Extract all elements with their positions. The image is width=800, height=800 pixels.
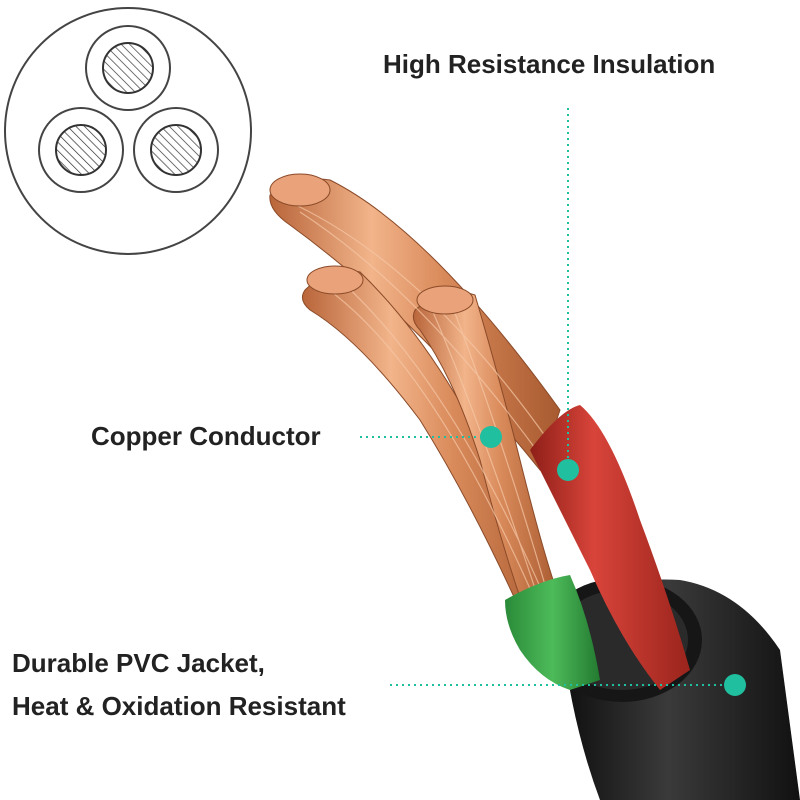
- callout-copper: [360, 426, 502, 448]
- insulation-marker-dot: [557, 459, 579, 481]
- copper-conductor-label: Copper Conductor: [91, 421, 321, 451]
- pvc-jacket-label-line1: Durable PVC Jacket,: [12, 648, 265, 678]
- cross-section-diagram: [4, 7, 252, 255]
- pvc-jacket-label-line2: Heat & Oxidation Resistant: [12, 691, 346, 721]
- copper-marker-dot: [480, 426, 502, 448]
- callout-insulation: [557, 108, 579, 481]
- insulation-label: High Resistance Insulation: [383, 49, 716, 79]
- copper-strands: [269, 173, 561, 613]
- callout-jacket: [390, 674, 746, 696]
- jacket-marker-dot: [724, 674, 746, 696]
